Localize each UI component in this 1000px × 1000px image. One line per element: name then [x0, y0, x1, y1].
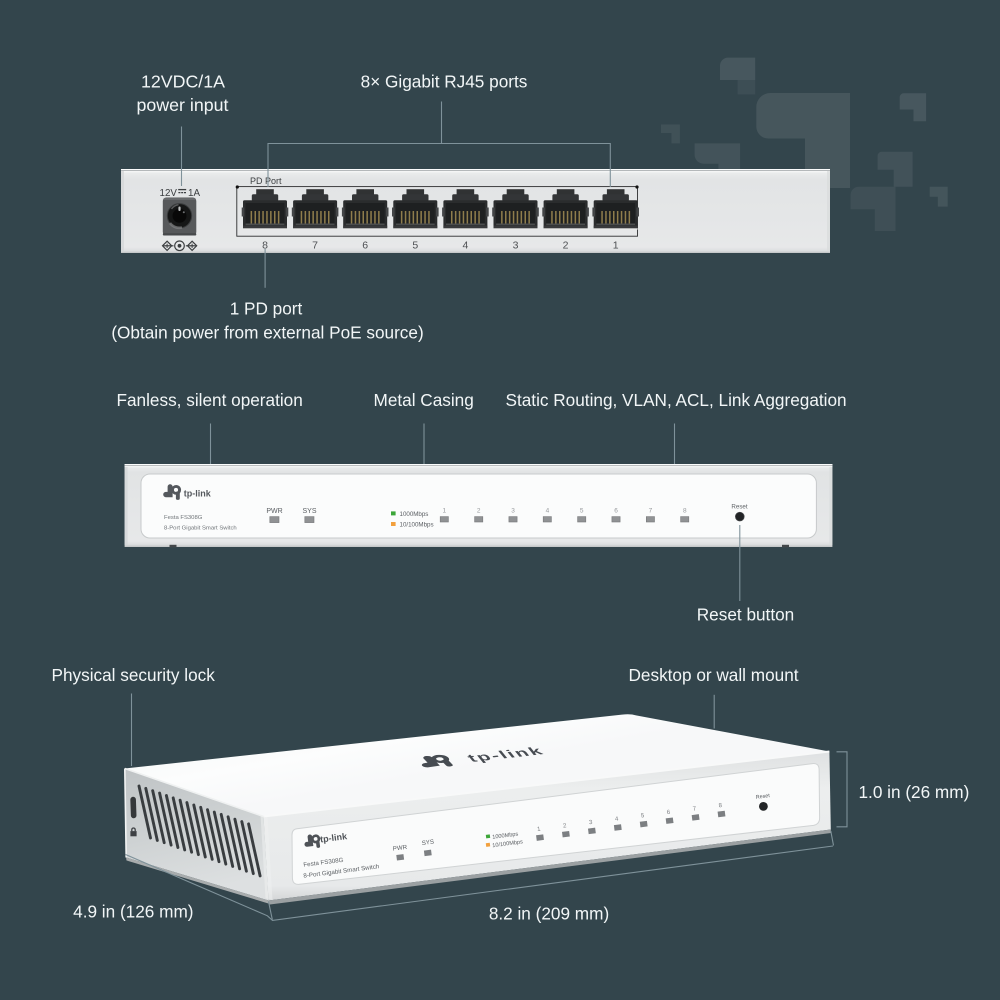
svg-text:1000Mbps: 1000Mbps — [492, 832, 519, 841]
svg-text:8: 8 — [262, 240, 268, 252]
svg-text:Metal Casing: Metal Casing — [374, 390, 474, 410]
svg-text:8.2 in (209 mm): 8.2 in (209 mm) — [489, 904, 609, 924]
svg-text:10/100Mbps: 10/100Mbps — [400, 522, 434, 529]
svg-text:Reset: Reset — [731, 504, 747, 511]
svg-text:3: 3 — [589, 820, 594, 826]
svg-text:5: 5 — [641, 813, 646, 819]
svg-text:1000Mbps: 1000Mbps — [400, 511, 429, 518]
svg-text:7: 7 — [649, 507, 653, 514]
svg-text:1: 1 — [613, 240, 619, 252]
svg-text:12V: 12V — [160, 188, 178, 199]
svg-text:6: 6 — [614, 507, 618, 514]
svg-text:tp-link: tp-link — [184, 488, 212, 498]
svg-text:10/100Mbps: 10/100Mbps — [492, 839, 523, 849]
svg-text:PWR: PWR — [392, 844, 408, 853]
svg-text:1: 1 — [537, 827, 542, 833]
svg-text:6: 6 — [667, 810, 672, 816]
svg-text:Fanless, silent operation: Fanless, silent operation — [117, 390, 303, 410]
svg-text:1: 1 — [442, 507, 446, 514]
svg-text:7: 7 — [312, 240, 318, 252]
svg-text:12VDC/1A: 12VDC/1A — [141, 72, 225, 92]
svg-text:(Obtain power from external Po: (Obtain power from external PoE source) — [111, 323, 423, 343]
svg-text:3: 3 — [513, 240, 519, 252]
svg-text:SYS: SYS — [302, 508, 316, 515]
svg-text:power input: power input — [137, 95, 229, 115]
svg-text:Reset button: Reset button — [697, 605, 794, 625]
svg-text:PD Port: PD Port — [250, 176, 282, 186]
svg-text:SYS: SYS — [421, 839, 434, 847]
svg-text:tp-link: tp-link — [319, 831, 348, 844]
svg-text:1 PD port: 1 PD port — [230, 299, 303, 319]
svg-text:7: 7 — [693, 806, 698, 812]
svg-text:Reset: Reset — [756, 793, 771, 801]
svg-text:PWR: PWR — [266, 508, 282, 515]
svg-text:5: 5 — [580, 507, 584, 514]
svg-text:4: 4 — [546, 507, 550, 514]
svg-text:1A: 1A — [188, 188, 200, 199]
svg-text:4: 4 — [462, 240, 468, 252]
svg-text:1.0 in (26 mm): 1.0 in (26 mm) — [859, 782, 970, 802]
svg-text:Static Routing, VLAN, ACL, Lin: Static Routing, VLAN, ACL, Link Aggregat… — [506, 390, 847, 410]
svg-text:8× Gigabit RJ45 ports: 8× Gigabit RJ45 ports — [361, 72, 528, 92]
svg-text:6: 6 — [362, 240, 368, 252]
svg-text:4: 4 — [615, 816, 620, 822]
svg-text:Physical security lock: Physical security lock — [52, 665, 216, 685]
svg-text:5: 5 — [412, 240, 418, 252]
svg-text:2: 2 — [563, 823, 568, 829]
svg-text:8: 8 — [718, 803, 723, 809]
svg-text:8: 8 — [683, 507, 687, 514]
svg-text:Festa FS308G: Festa FS308G — [164, 515, 203, 521]
svg-text:2: 2 — [563, 240, 569, 252]
svg-text:3: 3 — [511, 507, 515, 514]
svg-text:Desktop or wall mount: Desktop or wall mount — [629, 665, 799, 685]
svg-text:2: 2 — [477, 507, 481, 514]
svg-text:8-Port Gigabit Smart Switch: 8-Port Gigabit Smart Switch — [164, 526, 237, 532]
svg-text:4.9 in (126 mm): 4.9 in (126 mm) — [73, 902, 193, 922]
